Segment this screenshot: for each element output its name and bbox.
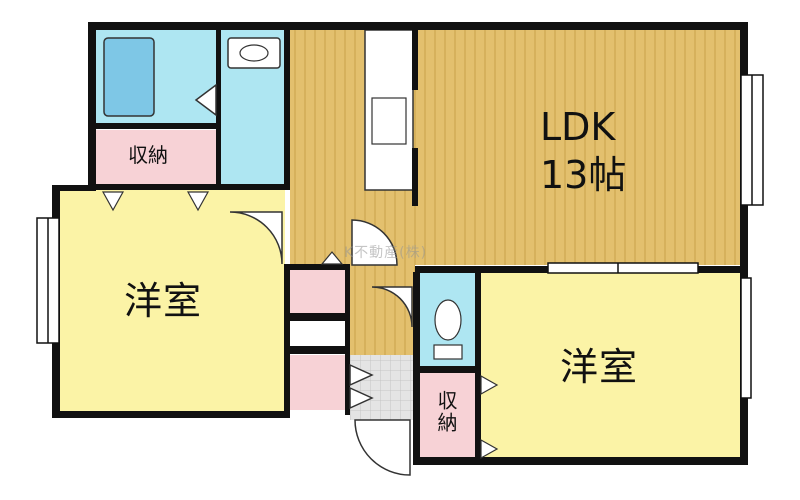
wall-kitchen-divider [412,30,418,90]
hall-floor [350,265,415,355]
door-toilet [371,286,413,328]
window-right-room [740,277,752,399]
wall-hall-right [345,270,350,415]
kitchen-sink [371,97,407,145]
storage-bottom-label: 収納 [434,390,458,434]
wall-closet-mid2 [290,346,348,354]
door-bath [194,83,217,117]
wall-toilet-storage [413,366,481,373]
wall-storage-room [96,184,290,190]
storage-bottom-floor [420,372,475,457]
wall-closet-mid [290,313,348,321]
storage-top-floor [96,130,218,185]
wall-top [88,22,748,30]
closet-1-floor [290,270,345,315]
wall-bottom-right [415,457,748,465]
sliding-door [547,262,699,274]
bathtub [103,37,155,117]
doors [194,83,413,476]
western-left-label: 洋室 [124,279,203,323]
wall-ldk-bottom-left [284,264,350,270]
ldk-size-label: 13帖 [540,153,627,197]
door-closet-2 [349,386,374,410]
watermark-text: K不動産(株) [344,245,428,261]
door-entrance [354,419,411,476]
wall-left-bath [88,22,96,190]
toilet-tank [433,344,463,360]
ldk-name-label: LDK [540,105,616,149]
fixtures [103,29,463,360]
storage-marks [101,191,499,460]
western-right-label: 洋室 [560,345,639,389]
wall-kitchen-divider-lower [412,148,418,206]
wall-bottom-left [52,411,290,418]
windows [36,74,764,399]
wall-room-hall [284,265,290,415]
western-left-floor [60,190,285,412]
door-closet [349,363,374,387]
door-left-room [229,211,283,265]
wall-wash-ldk [284,30,290,190]
entrance-floor [350,355,415,420]
western-right-floor [480,272,745,457]
sink-basin [239,44,269,62]
door-hall [351,219,398,266]
closet-2-floor [290,355,345,410]
wall-left-top-room [52,185,96,191]
wall-bath-wash [216,30,221,185]
toilet-bowl [434,299,462,341]
storage-top-label: 収納 [128,143,168,167]
wall-bath-storage [96,123,220,129]
